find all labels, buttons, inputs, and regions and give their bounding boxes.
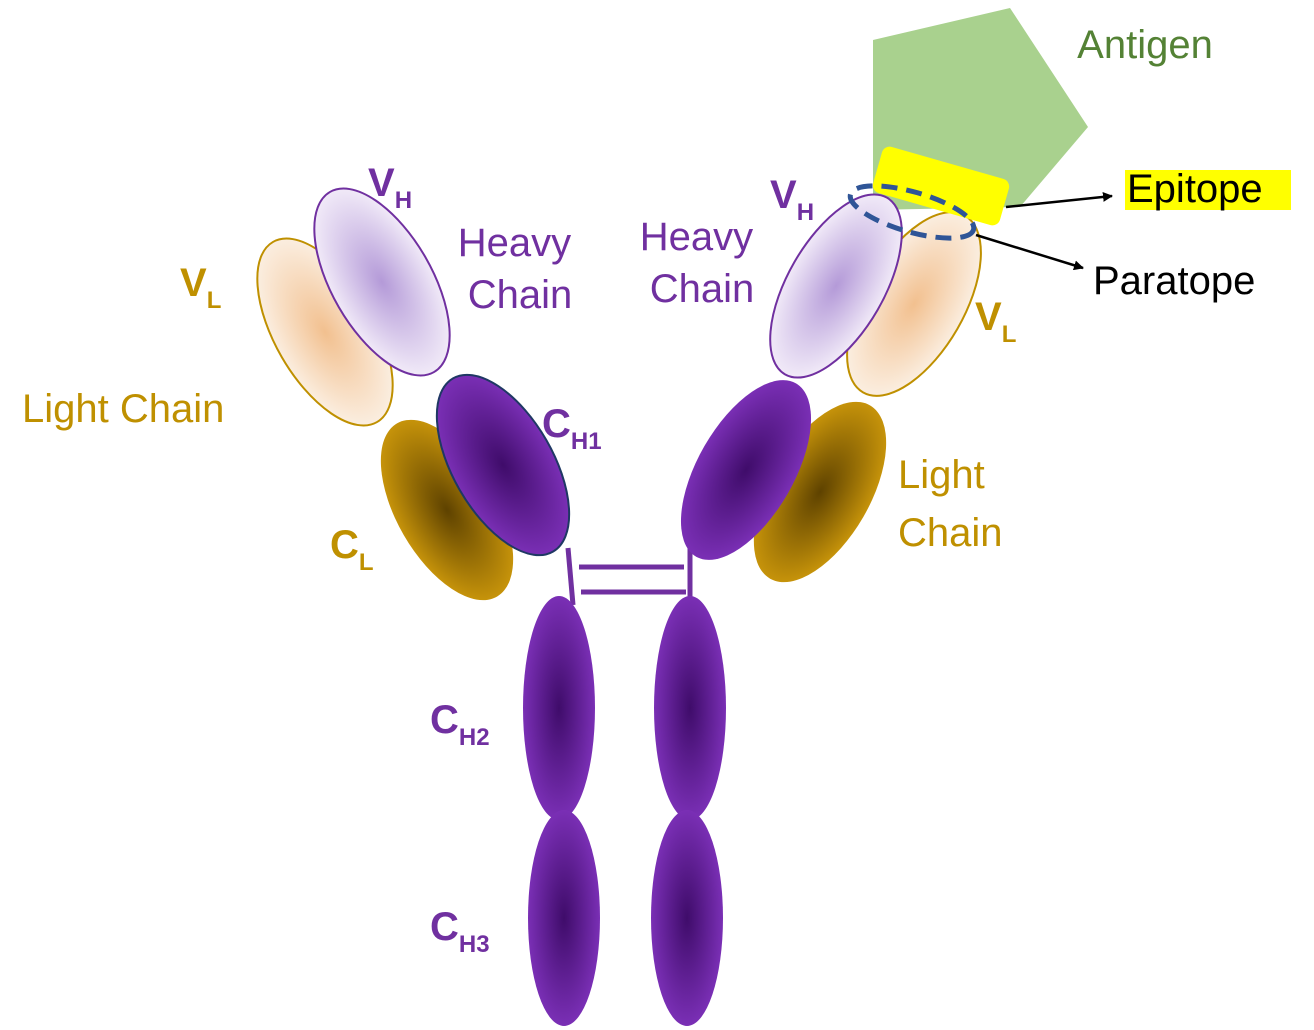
left-light-chain-label: Light Chain <box>22 387 224 431</box>
right-vl-label: VL <box>975 295 1016 348</box>
left-ch2-domain <box>523 596 595 820</box>
epitope-label: Epitope <box>1127 167 1263 211</box>
paratope-label: Paratope <box>1093 259 1255 303</box>
right-light-chain-label: Light Chain <box>898 453 1003 555</box>
right-heavy-chain-label: Heavy Chain <box>640 215 765 311</box>
antigen-label: Antigen <box>1077 23 1213 67</box>
left-ch3-domain <box>528 810 600 1026</box>
right-ch3-domain <box>651 810 723 1026</box>
left-vl-label: VL <box>180 261 221 314</box>
ch3-label: CH3 <box>430 905 490 958</box>
hinge-region <box>568 548 690 605</box>
right-vh-label: VH <box>770 173 814 226</box>
right-ch2-domain <box>654 596 726 820</box>
cl-label: CL <box>330 523 374 576</box>
left-heavy-chain-label: Heavy Chain <box>458 221 583 317</box>
paratope-arrow <box>976 235 1083 268</box>
ch2-label: CH2 <box>430 698 490 751</box>
